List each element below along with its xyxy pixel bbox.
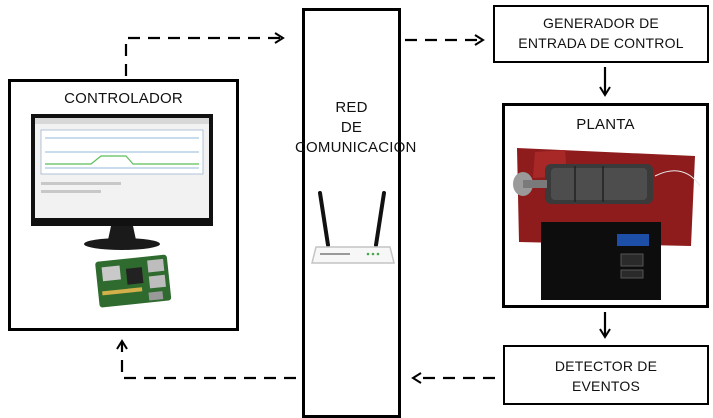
- detector-label-line-2: EVENTOS: [571, 378, 641, 394]
- network-box: RED DE COMUNICACION: [295, 8, 416, 418]
- generator-label-line-2: ENTRADA DE CONTROL: [518, 35, 684, 51]
- generator-label-line-1: GENERADOR DE: [543, 15, 659, 31]
- detector-label-line-1: DETECTOR DE: [554, 358, 658, 374]
- network-label-line-1: RED: [335, 99, 368, 116]
- controller-box: CONTROLADOR: [8, 79, 239, 331]
- controller-label: CONTROLADOR: [64, 90, 183, 107]
- plant-motor-image: [513, 148, 701, 300]
- generator-box: GENERADOR DE ENTRADA DE CONTROL: [493, 5, 709, 63]
- network-label-line-2: DE: [340, 119, 363, 136]
- wifi-router-image: [311, 191, 395, 264]
- arrow-network-to-controller: [116, 339, 296, 380]
- network-label-line-3: COMUNICACION: [295, 139, 417, 156]
- plant-box: PLANTA: [502, 103, 709, 308]
- plant-label: PLANTA: [576, 116, 635, 133]
- arrow-controller-to-network: [124, 32, 285, 76]
- monitor-with-graph-image: [31, 114, 213, 308]
- connector-arrows: [116, 32, 611, 384]
